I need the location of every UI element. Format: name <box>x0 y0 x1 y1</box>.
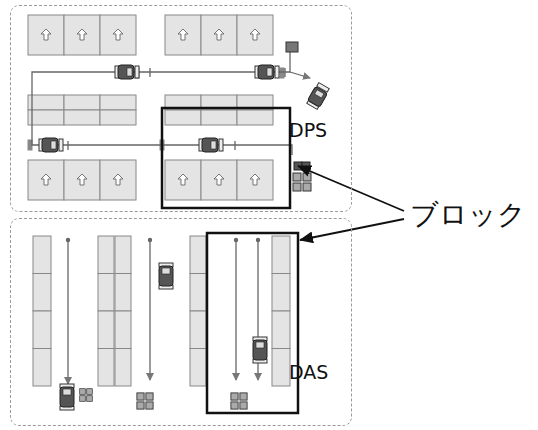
area-region: DPS <box>10 5 352 212</box>
area-region: DAS <box>10 218 352 426</box>
callout-label: ブロック <box>410 196 526 234</box>
area-label: DPS <box>289 119 327 141</box>
area-label: DAS <box>289 361 328 383</box>
